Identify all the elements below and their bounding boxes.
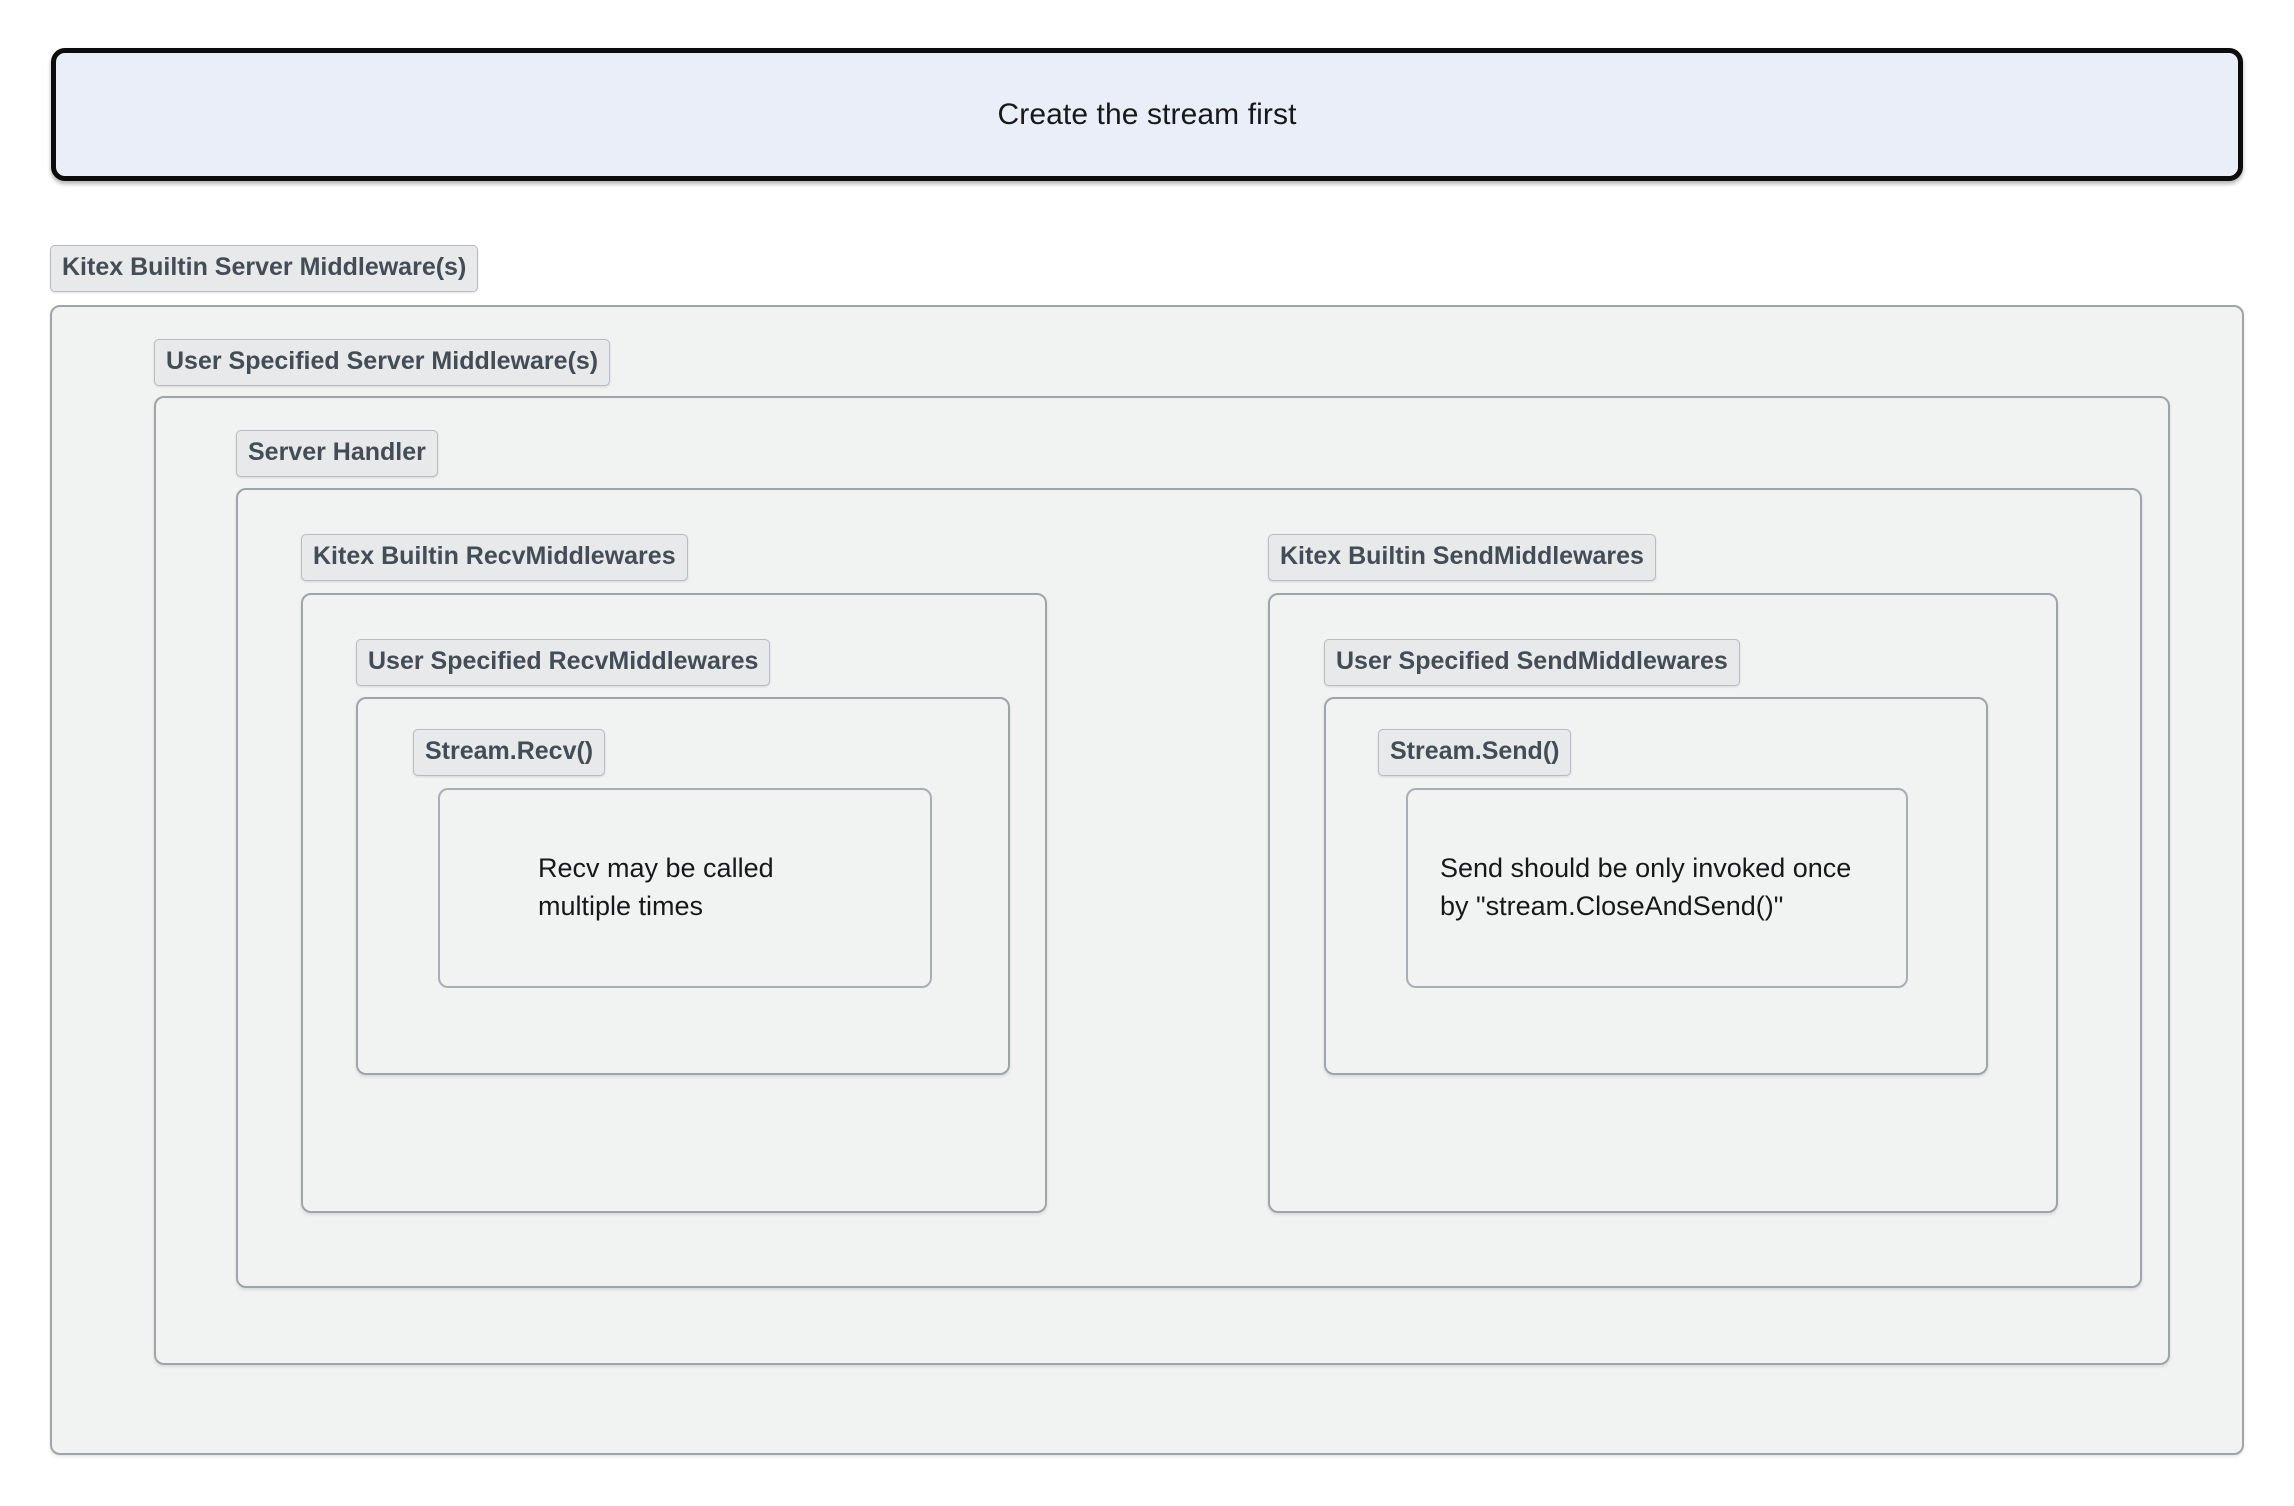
label-kitex-builtin-recv-middlewares: Kitex Builtin RecvMiddlewares [301,534,688,581]
group-kitex-builtin-send-middlewares: User Specified SendMiddlewares Stream.Se… [1268,593,2058,1213]
group-server-handler: Kitex Builtin RecvMiddlewares User Speci… [236,488,2142,1288]
group-user-specified-send-middlewares: Stream.Send() Send should be only invoke… [1324,697,1988,1075]
label-user-specified-send-middlewares: User Specified SendMiddlewares [1324,639,1740,686]
group-kitex-builtin-recv-middlewares: User Specified RecvMiddlewares Stream.Re… [301,593,1047,1213]
note-box-stream-send: Send should be only invoked once by "str… [1406,788,1908,988]
note-text-stream-send: Send should be only invoked once by "str… [1440,853,1852,921]
label-kitex-builtin-server-middlewares: Kitex Builtin Server Middleware(s) [50,245,479,292]
create-stream-banner: Create the stream first [51,48,2243,181]
group-user-specified-server-middlewares: Server Handler Kitex Builtin RecvMiddlew… [154,396,2170,1365]
label-server-handler: Server Handler [236,430,438,477]
label-kitex-builtin-send-middlewares: Kitex Builtin SendMiddlewares [1268,534,1656,581]
note-box-stream-recv: Recv may be called multiple times [438,788,932,988]
label-user-specified-server-middlewares: User Specified Server Middleware(s) [154,339,611,386]
label-stream-send: Stream.Send() [1378,729,1572,776]
note-text-stream-recv: Recv may be called multiple times [538,853,774,921]
group-user-specified-recv-middlewares: Stream.Recv() Recv may be called multipl… [356,697,1010,1075]
group-kitex-builtin-server-middlewares: User Specified Server Middleware(s) Serv… [50,305,2244,1455]
label-stream-recv: Stream.Recv() [413,729,606,776]
label-user-specified-recv-middlewares: User Specified RecvMiddlewares [356,639,771,686]
create-stream-banner-text: Create the stream first [997,97,1297,131]
